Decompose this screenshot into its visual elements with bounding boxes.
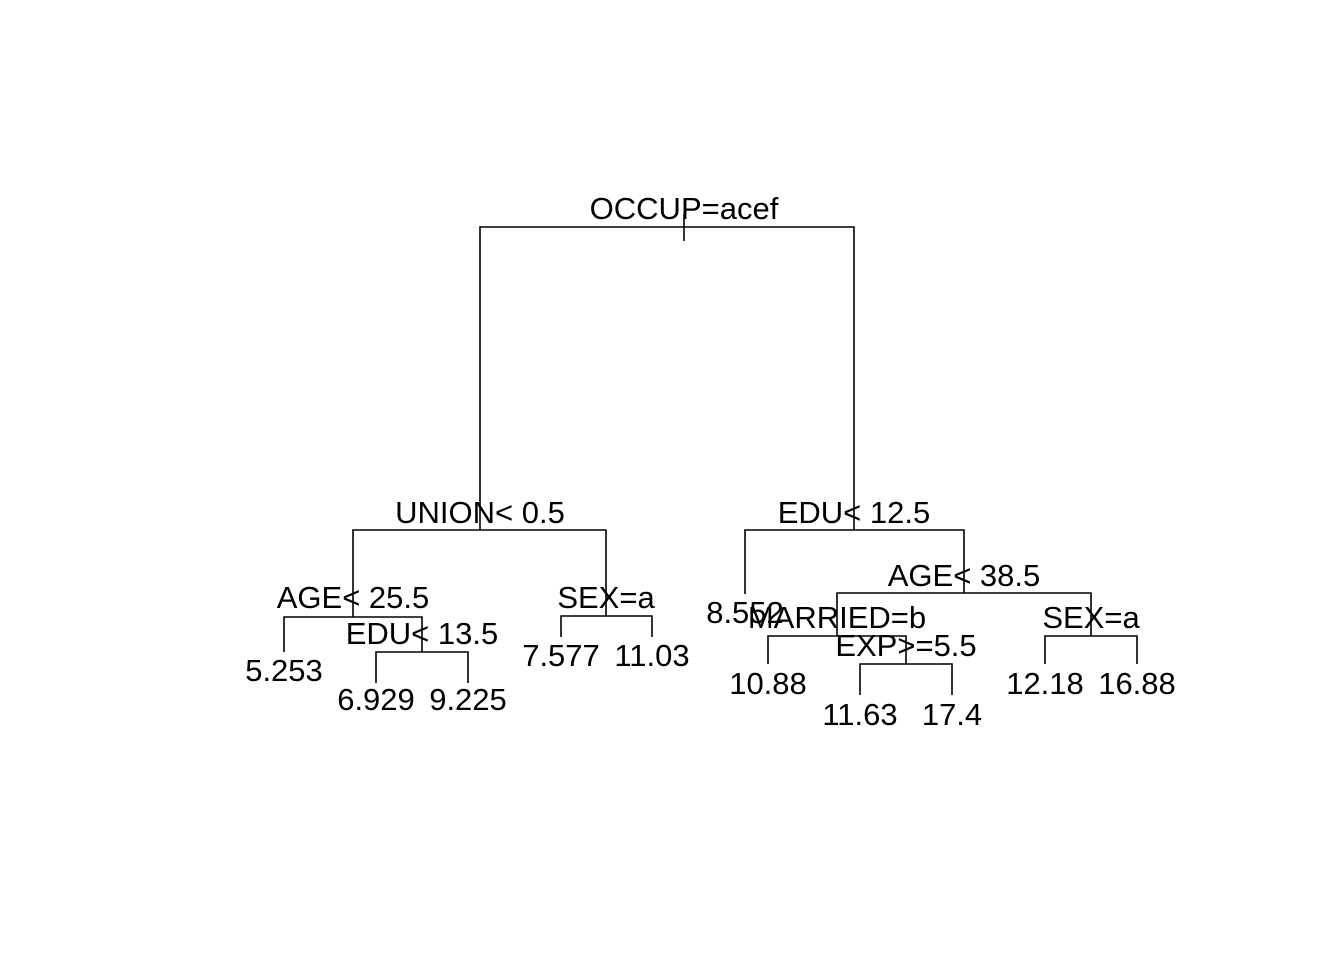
leaf-label-9225: 9.225 xyxy=(429,682,507,717)
leaf-label-5253: 5.253 xyxy=(245,653,323,688)
leaf-label-1688: 16.88 xyxy=(1098,666,1176,701)
split-label-edu13: EDU< 13.5 xyxy=(346,616,499,651)
leaf-labels: 5.253 6.929 9.225 7.577 11.03 8.552 10.8… xyxy=(245,595,1176,732)
edge-exp-split xyxy=(859,663,953,695)
split-label-age25: AGE< 25.5 xyxy=(277,580,430,615)
split-label-occup: OCCUP=acef xyxy=(590,191,779,226)
leaf-label-1218: 12.18 xyxy=(1006,666,1084,701)
edge-root-split xyxy=(479,226,855,530)
split-label-sex-right: SEX=a xyxy=(1042,600,1140,635)
split-label-age38: AGE< 38.5 xyxy=(888,558,1041,593)
split-label-edu12: EDU< 12.5 xyxy=(778,495,931,530)
leaf-label-1103: 11.03 xyxy=(614,638,689,673)
leaf-label-6929: 6.929 xyxy=(337,682,415,717)
edge-age25-split xyxy=(283,616,423,652)
tree-edges xyxy=(283,214,1138,695)
edge-age38-split xyxy=(836,592,1092,636)
split-label-union: UNION< 0.5 xyxy=(395,495,565,530)
split-labels: OCCUP=acef UNION< 0.5 AGE< 25.5 EDU< 13.… xyxy=(277,191,1141,663)
leaf-label-174: 17.4 xyxy=(922,697,982,732)
leaf-label-1088: 10.88 xyxy=(729,666,807,701)
edge-sex-left-split xyxy=(560,615,653,637)
split-label-exp: EXP>=5.5 xyxy=(835,628,976,663)
edge-union-split xyxy=(352,529,607,617)
split-label-sex-left: SEX=a xyxy=(557,580,655,615)
leaf-label-8552: 8.552 xyxy=(706,595,784,630)
edge-edu13-split xyxy=(375,651,469,683)
leaf-label-1163: 11.63 xyxy=(822,697,897,732)
edge-sex-right-split xyxy=(1044,635,1138,664)
edge-married-split xyxy=(767,635,907,664)
edge-edu12-split xyxy=(744,529,965,594)
leaf-label-7577: 7.577 xyxy=(522,638,600,673)
split-label-married: MARRIED=b xyxy=(748,600,926,635)
